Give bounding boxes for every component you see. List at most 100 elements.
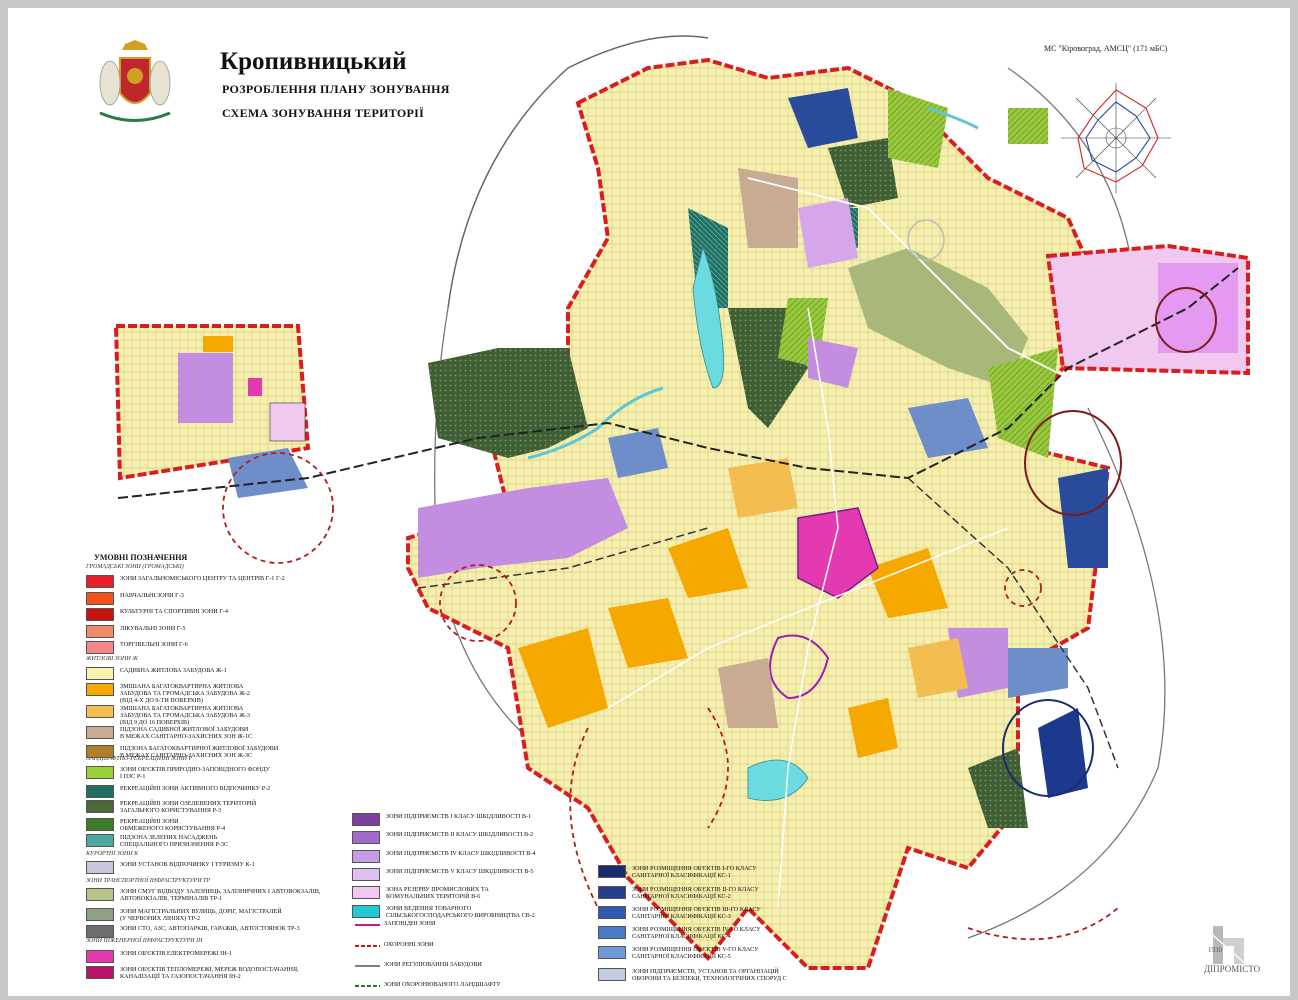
industrial-zone (178, 353, 233, 423)
river (927, 106, 979, 130)
legend-group-label: ЗОНИ ТРАНСПОРТНОЇ ІНФРАСТРУКТУРИ ТР (86, 878, 211, 884)
legend-label: НАВЧАЛЬНІ ЗОНИ Г-3 (120, 592, 184, 599)
legend-label: ЗАПОВІДНІ ЗОНИ (384, 920, 436, 927)
legend-label: ЗОНИ ПІДПРИЄМСТВ ІV КЛАСУ ШКІДЛИВОСТІ В-… (386, 850, 536, 857)
legend-item: ЗОНИ РОЗМІЩЕННЯ ОБ'ЄКТІВ ІІІ-ГО КЛАСУ СА… (598, 906, 761, 920)
legend-item: ЗОНИ РОЗМІЩЕННЯ ОБ'ЄКТІВ І-ГО КЛАСУ САНІ… (598, 865, 757, 879)
city-zoning-map[interactable] (8, 8, 1290, 996)
park-zone (848, 248, 1028, 388)
legend-item: ЗОНИ ПІДПРИЄМСТВ І КЛАСУ ШКІДЛИВОСТІ В-1 (352, 813, 531, 826)
legend-label: ЗОНИ ОХОРОНЮВАНОГО ЛАНДШАФТУ (384, 981, 501, 988)
industrial-zone (269, 402, 306, 442)
legend-label: ЗОНИ СТО, АЗС, АВТОПАРКІВ, ГАРАЖІВ, АВТО… (120, 925, 300, 932)
legend-item: ЗОНИ ПІДПРИЄМСТВ V КЛАСУ ШКІДЛИВОСТІ В-5 (352, 868, 534, 881)
legend-swatch (352, 981, 378, 992)
sanitary-buffer-arc (967, 907, 1119, 941)
legend-group-label: ЗОНИ ІНЖЕНЕРНОЇ ІНФРАСТРУКТУРИ ІН (86, 938, 203, 944)
legend-swatch (352, 886, 380, 899)
legend-item: РЕКРЕАЦІЙНІ ЗОНИ АКТИВНОГО ВІДПОЧИНКУ Р-… (86, 785, 270, 798)
legend-swatch (86, 726, 114, 739)
legend-label: ЗОНИ СМУГ ВІДВОДУ ЗАЛІЗНИЦЬ, ЗАЛІЗНИЧНИХ… (120, 888, 321, 902)
wind-rose (1061, 83, 1171, 193)
legend-swatch (86, 861, 114, 874)
map-title: Кропивницький (220, 48, 407, 75)
legend-label: ПІДЗОНА БАГАТОКВАРТИРНОЇ ЖИТЛОВОЇ ЗАБУДО… (120, 745, 279, 759)
legend-item: ТОРГІВЕЛЬНІ ЗОНИ Г-6 (86, 641, 188, 654)
utility-zone (228, 448, 308, 498)
legend-item: ЗОНИ ОБ'ЄКТІВ ЕЛЕКТРОМЕРЕЖІ ІН-1 (86, 950, 232, 963)
legend-swatch (86, 925, 114, 938)
railway (417, 527, 709, 589)
water-body (747, 759, 809, 801)
legend-swatch (86, 950, 114, 963)
legend-label: ЗОНИ РОЗМІЩЕННЯ ОБ'ЄКТІВ ІІ-ГО КЛАСУ САН… (632, 886, 759, 900)
legend-label: ЗМІШАНА БАГАТОКВАРТИРНА ЖИТЛОВА ЗАБУДОВА… (120, 683, 250, 704)
zone-ring (1002, 699, 1094, 797)
legend-label: ЗОНИ ПІДПРИЄМСТВ І КЛАСУ ШКІДЛИВОСТІ В-1 (386, 813, 532, 820)
legend-group-label: ЖИТЛОВІ ЗОНИ Ж (86, 656, 138, 662)
park-zone (988, 348, 1058, 458)
legend-item: ПІДЗОНА САДИБНОЇ ЖИТЛОВОЇ ЗАБУДОВИ В МЕЖ… (86, 726, 252, 740)
legend-swatch (598, 968, 626, 981)
legend-item: ЗОНИ РОЗМІЩЕННЯ ОБ'ЄКТІВ V-ГО КЛАСУ САНІ… (598, 946, 759, 960)
legend-item: ЗОНА РЕЗЕРВУ ПРОМИСЛОВИХ ТА КОМУНАЛЬНИХ … (352, 886, 489, 900)
legend-swatch (86, 908, 114, 921)
legend-swatch (352, 920, 378, 931)
multistorey-zone (203, 336, 233, 352)
legend-item: КУЛЬТУРНІ ТА СПОРТИВНІ ЗОНИ Г-4 (86, 608, 228, 621)
legend-swatch (352, 831, 380, 844)
industrial-zone (808, 338, 858, 388)
multistorey-zone (908, 638, 968, 698)
legend-label: ЗОНИ ПІДПРИЄМСТВ ІІ КЛАСУ ШКІДЛИВОСТІ В-… (386, 831, 534, 838)
legend-label: САДИБНА ЖИТЛОВА ЗАБУДОВА Ж-1 (120, 667, 227, 674)
legend-item: ЗОНИ РОЗМІЩЕННЯ ОБ'ЄКТІВ ІІ-ГО КЛАСУ САН… (598, 886, 759, 900)
legend-swatch (86, 800, 114, 813)
legend-swatch (598, 926, 626, 939)
legend-item: РЕКРЕАЦІЙНІ ЗОНИ ОЗЕЛЕНЕНИХ ТЕРИТОРІЙ ЗА… (86, 800, 256, 814)
zone-ring (1024, 410, 1122, 516)
legend-swatch (86, 592, 114, 605)
legend-label: ЗМІШАНА БАГАТОКВАРТИРНА ЖИТЛОВА ЗАБУДОВА… (120, 705, 250, 726)
legend-swatch (598, 946, 626, 959)
sanitary-buffer-circle (222, 452, 334, 564)
zone-ring (1155, 287, 1217, 353)
legend-swatch (598, 886, 626, 899)
legend-label: ЗОНИ ВЕДЕННЯ ТОВАРНОГО СІЛЬСЬКОГОСПОДАРС… (386, 905, 535, 919)
sanitary-buffer-arc (707, 707, 729, 829)
legend-label: ЗОНИ РОЗМІЩЕННЯ ОБ'ЄКТІВ І-ГО КЛАСУ САНІ… (632, 865, 757, 879)
legend-swatch (86, 785, 114, 798)
legend-label: ЗОНИ ПІДПРИЄМСТВ V КЛАСУ ШКІДЛИВОСТІ В-5 (386, 868, 534, 875)
legend-item: ПІДЗОНА БАГАТОКВАРТИРНОЇ ЖИТЛОВОЇ ЗАБУДО… (86, 745, 278, 759)
legend-label: ЗОНИ ОБ'ЄКТІВ ЕЛЕКТРОМЕРЕЖІ ІН-1 (120, 950, 232, 957)
legend-swatch (86, 575, 114, 588)
main-street (777, 307, 839, 909)
legend-swatch (352, 850, 380, 863)
sanitary-buffer-circle (439, 564, 517, 642)
railway (117, 267, 1239, 499)
legend-group-label: КУРОРТНІ ЗОНИ К (86, 851, 139, 857)
legend-item: ЗОНИ РОЗМІЩЕННЯ ОБ'ЄКТІВ ІV-ГО КЛАСУ САН… (598, 926, 761, 940)
legend-item: ЗОНИ ПІДПРИЄМСТВ ІV КЛАСУ ШКІДЛИВОСТІ В-… (352, 850, 536, 863)
legend-label: ЗОНИ ПІДПРИЄМСТВ, УСТАНОВ ТА ОРГАНІЗАЦІЙ… (632, 968, 787, 982)
main-street (607, 527, 1009, 709)
legend-label: ЗОНИ РОЗМІЩЕННЯ ОБ'ЄКТІВ ІІІ-ГО КЛАСУ СА… (632, 906, 761, 920)
logo-text: ДІПРОМІСТО (1204, 964, 1261, 974)
legend-label: ЗОНИ МАГІСТРАЛЬНИХ ВУЛИЦЬ, ДОРІГ, МАГІСТ… (120, 908, 282, 922)
legend-swatch (86, 667, 114, 680)
legend-item: ЗОНИ РЕГУЛЮВАННЯ ЗАБУДОВИ (352, 961, 482, 972)
multistorey-zone (728, 458, 798, 518)
legend-item: ЗОНИ УСТАНОВ ВІДПОЧИНКУ І ТУРИЗМУ К-1 (86, 861, 255, 874)
city-centre (797, 507, 879, 599)
zone-ring (907, 219, 945, 261)
legend-item: ЛІКУВАЛЬНІ ЗОНИ Г-5 (86, 625, 185, 638)
ring-road (967, 407, 1166, 939)
sanitary-residential (738, 168, 798, 248)
legend-item: ЗОНИ МАГІСТРАЛЬНИХ ВУЛИЦЬ, ДОРІГ, МАГІСТ… (86, 908, 282, 922)
legend-swatch (86, 888, 114, 901)
legend-label: ЗОНИ ОБ'ЄКТІВ ПРИРОДНО-ЗАПОВІДНОГО ФОНДУ… (120, 766, 271, 780)
multistorey-zone (868, 548, 948, 618)
utility-zone (908, 398, 988, 458)
legend-title: УМОВНІ ПОЗНАЧЕННЯ (94, 553, 188, 562)
legend-swatch (352, 868, 380, 881)
legend-item: ЗАПОВІДНІ ЗОНИ (352, 920, 436, 931)
